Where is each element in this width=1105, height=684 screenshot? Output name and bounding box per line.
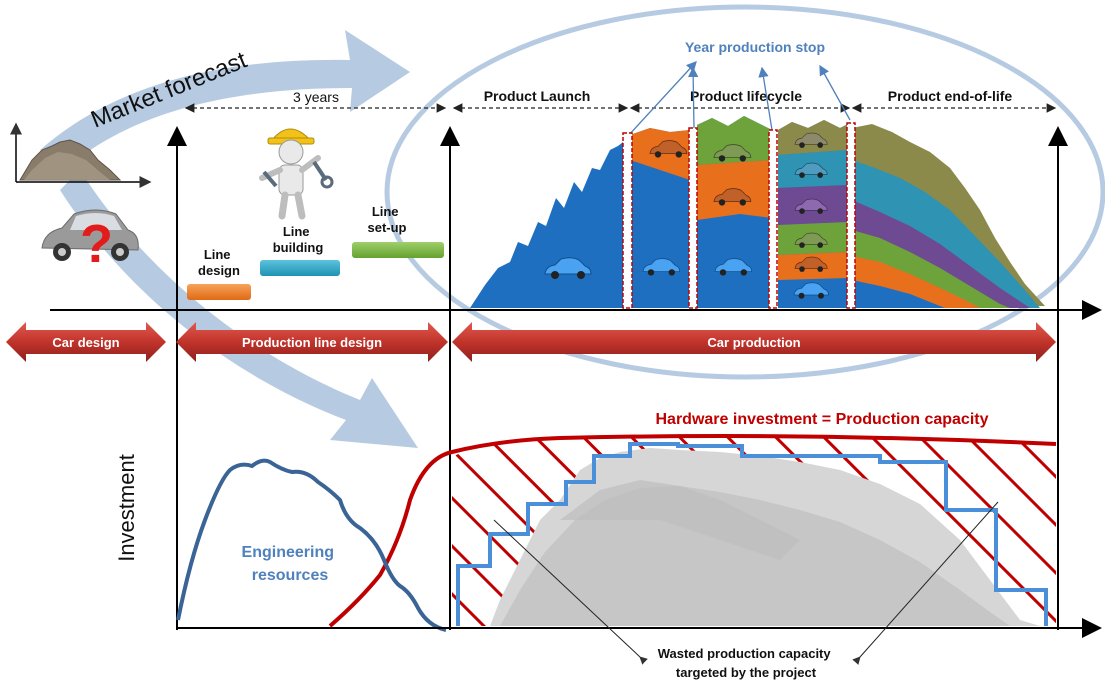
- car-icon: [713, 188, 752, 206]
- hardware-investment-curve: [328, 434, 1057, 628]
- undecided-car-icon: ?: [41, 209, 139, 274]
- market-forecast-sweep-arrow: [40, 30, 410, 165]
- investment-axis-label: Investment: [114, 454, 139, 562]
- line-step-setup: Line set-up: [352, 204, 444, 258]
- car-icon: [794, 256, 828, 272]
- lifecycle-highlight-ellipse: [384, 4, 1105, 380]
- product-launch-label: Product Launch: [484, 88, 591, 104]
- car-icon: [642, 258, 681, 276]
- phase-car-production-arrow: Car production: [452, 322, 1056, 362]
- upper-axes: [50, 126, 1102, 630]
- production-volume-area-chart: [470, 116, 1045, 309]
- car-model-icons: [544, 132, 829, 299]
- product-lifecycle-label: Product lifecycle: [690, 88, 802, 104]
- year-production-stop-label: Year production stop: [685, 39, 825, 55]
- production-stop-pointer-arrows: [627, 61, 851, 137]
- car-icon: [794, 232, 828, 248]
- market-forecast-mini-chart: [10, 122, 152, 188]
- car-icon: [794, 132, 828, 148]
- car-icon: [544, 257, 592, 279]
- phase-production-line-design-arrow: Production line design: [176, 322, 448, 362]
- car-icon: [713, 144, 752, 162]
- line-step-building: Line building: [260, 224, 340, 276]
- capacity-step-line: [456, 442, 1048, 626]
- investment-sweep-arrow: [60, 170, 418, 448]
- engineering-resources-label: Engineering resources: [242, 544, 339, 584]
- svg-text:Car design: Car design: [52, 335, 119, 350]
- car-icon: [649, 140, 688, 158]
- svg-text:Car production: Car production: [707, 335, 800, 350]
- car-icon: [794, 162, 828, 178]
- question-mark-icon: ?: [80, 214, 113, 274]
- product-end-of-life-label: Product end-of-life: [888, 88, 1013, 104]
- svg-text:Line set-up: Line set-up: [368, 204, 407, 235]
- svg-text:Production line design: Production line design: [242, 335, 382, 350]
- wasted-capacity-label: Wasted production capacity targeted by t…: [658, 646, 835, 680]
- three-years-label: 3 years: [293, 89, 339, 105]
- svg-text:Line building: Line building: [273, 224, 324, 255]
- wasted-capacity-pointers: [493, 501, 999, 665]
- car-icon: [793, 282, 829, 299]
- car-icon: [714, 258, 753, 276]
- phase-car-design-arrow: Car design: [6, 322, 166, 362]
- engineer-with-wrench-icon: [259, 128, 334, 220]
- car-icon: [794, 198, 828, 214]
- production-volume-ghost-area: [490, 448, 1040, 626]
- svg-text:Line design: Line design: [198, 247, 240, 278]
- hardware-investment-label: Hardware investment = Production capacit…: [656, 411, 989, 428]
- engineering-resources-curve: [176, 458, 447, 632]
- line-step-design: Line design: [187, 247, 251, 300]
